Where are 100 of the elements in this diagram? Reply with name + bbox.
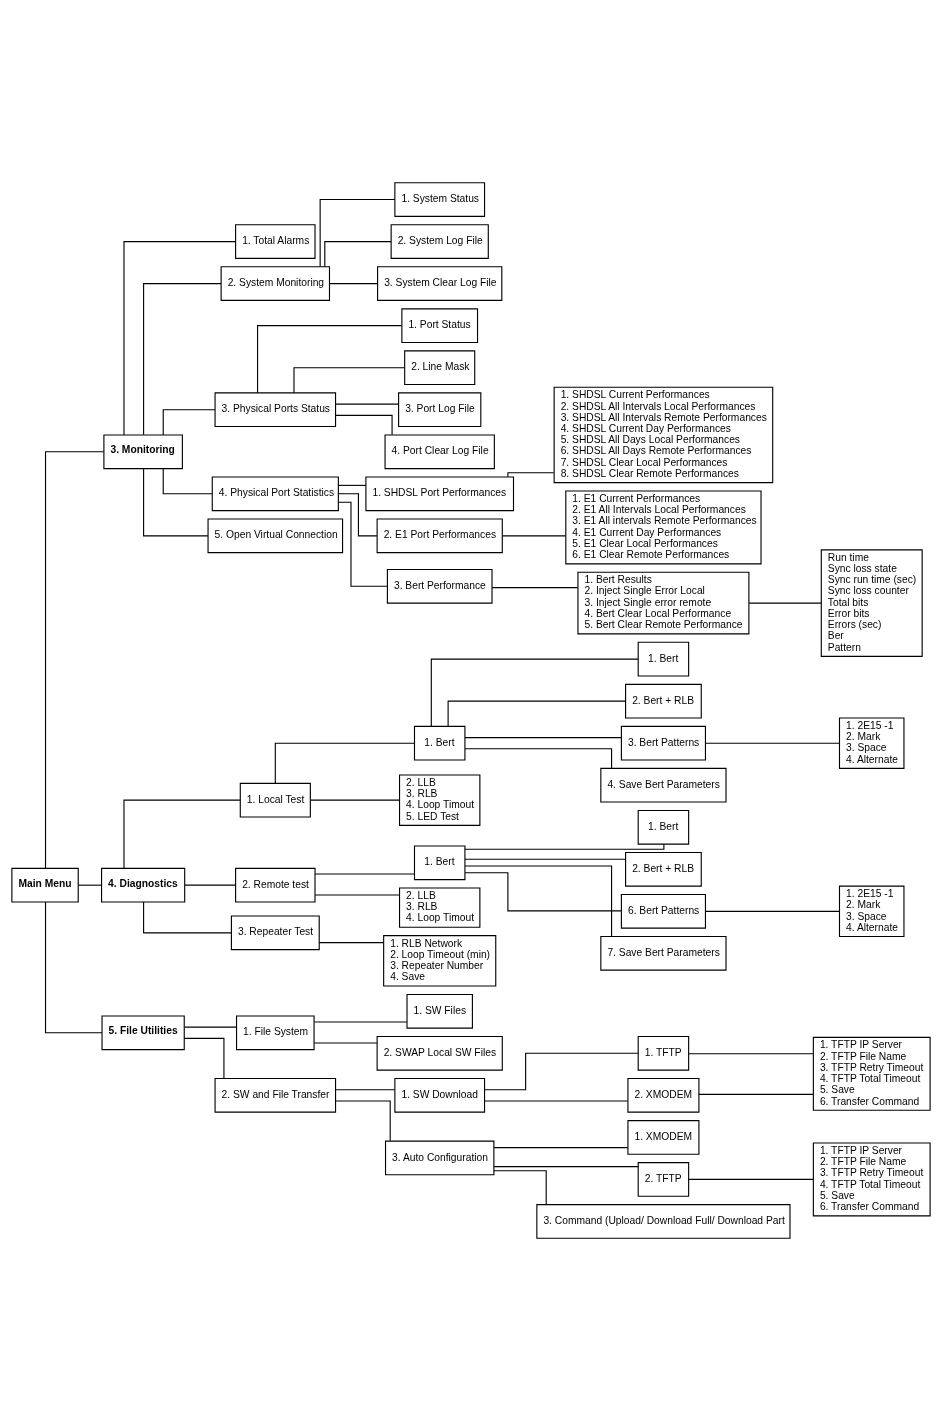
node-box: 1. System Status <box>394 182 486 217</box>
connector <box>143 283 222 436</box>
connector <box>162 468 213 495</box>
node-box: 2. LLB 3. RLB 4. Loop Timout <box>399 887 481 928</box>
connector <box>464 865 613 938</box>
node-box: 2. LLB 3. RLB 4. Loop Timout 5. LED Test <box>399 774 481 826</box>
connector <box>184 884 237 886</box>
connector <box>484 1100 629 1102</box>
node-box: 2. System Monitoring <box>220 266 331 301</box>
connector <box>507 472 555 478</box>
node-box: 3. System Clear Log File <box>377 266 503 301</box>
node-box: 1. SHDSL Current Performances 2. SHDSL All Intervals Local Performances 3. SHDSL All Intervals Remote Performances 4. SHDSL Current Day Performances 5. SHDSL All Days Local Performances 6. SHDSL All Days Remote Performances 7. SHDSL Clear Local Performances 8. SHDSL Clear Remote Performances <box>553 386 774 484</box>
connector <box>184 1026 237 1028</box>
connector <box>319 199 396 268</box>
connector <box>162 409 216 436</box>
connector <box>183 1037 225 1079</box>
connector <box>698 1093 814 1095</box>
connector <box>464 737 622 739</box>
connector <box>77 884 102 886</box>
connector <box>491 587 579 589</box>
connector <box>705 742 840 744</box>
connector <box>329 283 379 285</box>
node-box: 3. Auto Configuration <box>384 1140 495 1176</box>
node-box: 1. SHDSL Port Performances <box>365 476 515 512</box>
node-box: 1. File System <box>236 1015 315 1051</box>
node-box: 2. XMODEM <box>627 1077 700 1113</box>
node-box: 2. Bert + RLB <box>625 683 702 719</box>
node-box: 1. TFTP IP Server 2. TFTP File Name 3. TFTP Retry Timeout 4. TFTP Total Timeout 5. Save 6. Transfer Command <box>812 1036 931 1111</box>
connector <box>688 1178 814 1180</box>
node-box: 1. TFTP <box>637 1035 690 1071</box>
connector <box>313 1042 378 1044</box>
connector <box>493 1147 629 1149</box>
node-box: 7. Save Bert Parameters <box>600 936 727 971</box>
node-box: 3. Bert Patterns <box>620 725 706 761</box>
connector <box>447 700 626 727</box>
connector <box>293 367 405 394</box>
connector <box>257 325 403 394</box>
connector <box>464 843 665 850</box>
connector <box>337 484 367 486</box>
node-box: 1. SW Files <box>406 993 473 1029</box>
connector <box>274 742 415 784</box>
node-box: 1. TFTP IP Server 2. TFTP File Name 3. TFTP Retry Timeout 4. TFTP Total Timeout 5. Save 6. Transfer Command <box>812 1142 931 1217</box>
connector <box>44 901 103 1034</box>
node-box: Run time Sync loss state Sync run time (sec) Sync loss counter Total bits Error bits Errors (sec) Ber Pattern <box>820 549 923 657</box>
connector <box>123 241 237 436</box>
node-box: 2. SWAP Local SW Files <box>376 1035 503 1071</box>
connector <box>338 493 378 537</box>
node-box: 3. Repeater Test <box>230 915 320 951</box>
node-box: 1. SW Download <box>394 1077 486 1113</box>
node-box: 1. Local Test <box>239 782 311 818</box>
node-box: 1. RLB Network 2. Loop Timeout (min) 3. Repeater Number 4. Save <box>383 935 497 987</box>
node-box: 3. Bert Performance <box>386 568 493 604</box>
node-box: 2. Line Mask <box>404 350 476 386</box>
node-box: 6. Bert Patterns <box>620 893 706 929</box>
connector <box>335 414 393 436</box>
node-box: 3. Port Log File <box>398 392 482 428</box>
node-box: 1. 2E15 -1 2. Mark 3. Space 4. Alternate <box>838 885 905 938</box>
node-box: 1. XMODEM <box>627 1120 700 1155</box>
node-box: 2. TFTP <box>637 1162 690 1197</box>
connector <box>44 451 105 869</box>
connector <box>335 403 399 405</box>
node-box: 4. Diagnostics <box>101 867 186 903</box>
node-box: 1. Bert <box>413 725 466 761</box>
node-box: 2. SW and File Transfer <box>214 1077 337 1113</box>
node-box: 1. Port Status <box>401 308 479 344</box>
connector <box>318 942 384 944</box>
connector <box>143 901 232 934</box>
connector <box>501 535 567 537</box>
node-box: Main Menu <box>11 867 79 903</box>
node-box: 4. Physical Port Statistics <box>211 476 339 512</box>
connector <box>335 1089 396 1091</box>
connector <box>324 241 392 268</box>
node-box: 2. System Log File <box>390 224 489 259</box>
node-box: 5. Open Virtual Connection <box>207 518 344 554</box>
node-box: 5. File Utilities <box>101 1015 185 1051</box>
node-box: 2. Bert + RLB <box>625 851 702 887</box>
connector <box>748 602 822 604</box>
node-box: 1. 2E15 -1 2. Mark 3. Space 4. Alternate <box>838 717 905 769</box>
connector <box>484 1052 639 1091</box>
connector <box>688 1053 814 1055</box>
connector <box>464 872 622 912</box>
connector <box>464 858 626 860</box>
node-box: 2. E1 Port Performances <box>376 518 503 554</box>
node-box: 1. Bert <box>413 845 466 881</box>
connector <box>337 501 388 587</box>
connector <box>464 748 613 769</box>
connector <box>493 1170 547 1206</box>
connector <box>335 1100 391 1142</box>
connector <box>143 468 209 537</box>
node-box: 1. Bert <box>637 809 690 845</box>
node-box: 4. Save Bert Parameters <box>600 767 727 803</box>
node-box: 3. Monitoring <box>103 434 183 470</box>
node-box: 1. Total Alarms <box>235 224 316 259</box>
node-box: 1. Bert <box>637 641 690 677</box>
connector <box>313 1021 408 1023</box>
node-box: 3. Physical Ports Status <box>214 392 337 428</box>
connector <box>314 873 415 875</box>
connector <box>310 799 400 801</box>
node-box: 3. Command (Upload/ Download Full/ Download Part <box>536 1204 791 1239</box>
connector <box>430 658 639 727</box>
